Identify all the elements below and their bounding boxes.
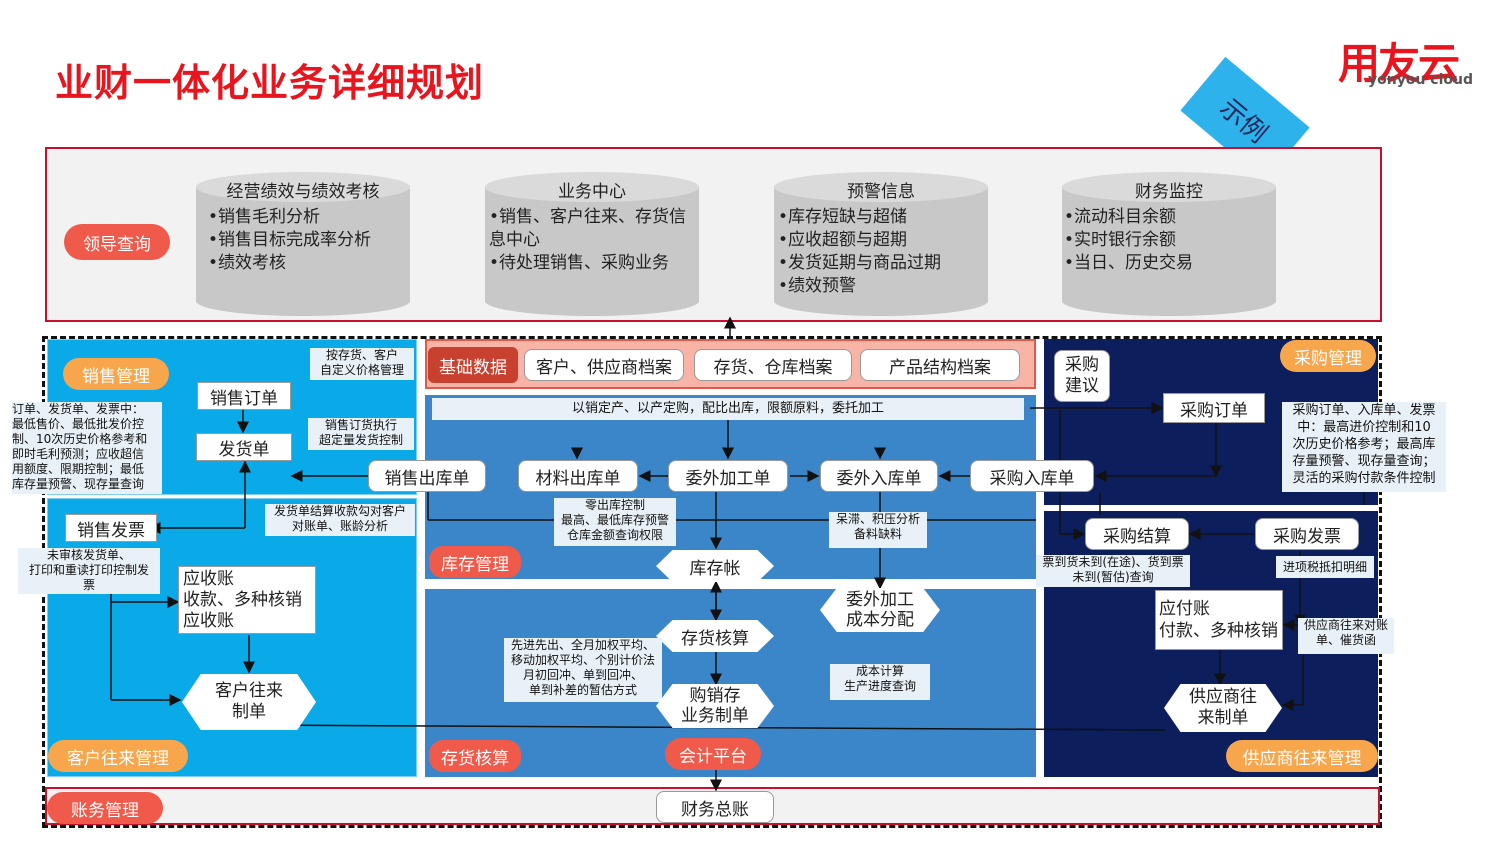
note-purchase-controls: 采购订单、入库单、发票 中：最高进价控制和10 次历史价格参考；最高库 存量预警… <box>1282 402 1446 492</box>
cylinder-title: 预警信息 <box>847 182 915 202</box>
cylinder-item: •应收超额与超期 <box>778 230 908 250</box>
customer-supplier-archive[interactable]: 客户、供应商档案 <box>524 349 684 381</box>
inventory-management-label: 库存管理 <box>429 546 521 578</box>
cylinder-title: 财务监控 <box>1135 182 1203 202</box>
psi-voucher-box[interactable]: 购销存 业务制单 <box>656 684 774 728</box>
note-stale-analysis: 呆滞、积压分析 备料缺料 <box>829 512 927 548</box>
note-cost-calc: 成本计算 生产进度查询 <box>830 664 930 700</box>
material-outbound-box[interactable]: 材料出库单 <box>518 460 638 492</box>
note-sales-controls: 订单、发货单、发票中： 最低售价、最低批发价控 制、10次历史价格参考和 即时毛… <box>12 402 162 494</box>
leader-query-label: 领导查询 <box>64 224 170 260</box>
note-supplier-reconciliation: 供应商往来对账 单、催货函 <box>1298 618 1394 654</box>
cylinder-item: •发货延期与商品过期 <box>778 253 942 273</box>
cylinder-alerts: 预警信息 •库存短缺与超储 •应收超额与超期 •发货延期与商品过期 •绩效预警 <box>774 172 988 316</box>
inventory-warehouse-archive[interactable]: 存货、仓库档案 <box>694 349 852 381</box>
note-unaudited-delivery: 未审核发货单、 打印和重读打印控制发 票 <box>18 548 160 594</box>
cylinder-item: 息中心 <box>489 230 540 250</box>
cylinder-item: •库存短缺与超储 <box>778 207 908 227</box>
cylinder-performance: 经营绩效与绩效考核 •销售毛利分析 •销售目标完成率分析 •绩效考核 <box>196 172 410 316</box>
cylinder-item: •销售目标完成率分析 <box>208 230 372 250</box>
note-price-management: 按存货、客户 自定义价格管理 <box>310 348 414 380</box>
supplier-ledger-voucher[interactable]: 供应商往 来制单 <box>1164 684 1282 732</box>
purchase-suggestion-box[interactable]: 采购 建议 <box>1054 350 1110 402</box>
customer-ledger-voucher[interactable]: 客户往来 制单 <box>182 674 316 730</box>
sales-invoice-box[interactable]: 销售发票 <box>65 514 157 542</box>
outsource-cost-box[interactable]: 委外加工 成本分配 <box>820 588 940 632</box>
supplier-management-label: 供应商往来管理 <box>1226 740 1378 772</box>
outsource-inbound-box[interactable]: 委外入库单 <box>820 460 938 492</box>
purchase-invoice-box[interactable]: 采购发票 <box>1255 518 1359 550</box>
brand-logo-sub: yonyou cloud <box>1368 72 1473 88</box>
cylinder-item: •销售毛利分析 <box>208 207 321 227</box>
cylinder-item: •流动科目余额 <box>1064 207 1177 227</box>
sales-order-box[interactable]: 销售订单 <box>197 382 291 410</box>
purchase-management-label: 采购管理 <box>1280 340 1376 372</box>
stock-ledger-box[interactable]: 库存帐 <box>656 550 774 582</box>
customer-region <box>47 498 417 777</box>
payables-box[interactable]: 应付账 付款、多种核销 <box>1155 590 1283 650</box>
stock-accounting-box[interactable]: 存货核算 <box>656 620 774 652</box>
general-ledger-box[interactable]: 财务总账 <box>656 791 774 823</box>
cylinder-item: •待处理销售、采购业务 <box>489 253 670 273</box>
accounting-platform-label[interactable]: 会计平台 <box>665 738 761 770</box>
basic-data-label: 基础数据 <box>428 347 518 383</box>
cylinder-item: •销售、客户往来、存货信 <box>489 207 687 227</box>
sales-management-label: 销售管理 <box>63 358 169 390</box>
product-structure-archive[interactable]: 产品结构档案 <box>860 349 1020 381</box>
brand-logo: 用友云 <box>1338 39 1460 88</box>
note-input-tax: 进项税抵扣明细 <box>1276 556 1374 578</box>
note-goods-in-transit: 票到货未到(在途)、货到票 未到(暂估)查询 <box>1036 555 1190 587</box>
cylinder-item: •当日、历史交易 <box>1064 253 1194 273</box>
cylinder-business-center: 业务中心 •销售、客户往来、存货信 息中心 •待处理销售、采购业务 <box>485 172 699 316</box>
receivables-box[interactable]: 应收账 收款、多种核销 应收账 <box>178 566 316 634</box>
costing-label: 存货核算 <box>429 740 521 772</box>
note-inventory-warning: 零出库控制 最高、最低库存预警 仓库金额查询权限 <box>554 498 676 546</box>
sales-outbound-box[interactable]: 销售出库单 <box>368 460 486 492</box>
purchase-order-box[interactable]: 采购订单 <box>1163 393 1265 423</box>
purchase-inbound-box[interactable]: 采购入库单 <box>970 460 1094 492</box>
delivery-note-box[interactable]: 发货单 <box>196 433 292 461</box>
outsource-order-box[interactable]: 委外加工单 <box>668 460 788 492</box>
note-settlement: 发货单结算收款勾对客户 对账单、账龄分析 <box>265 504 415 536</box>
accounting-management-label: 账务管理 <box>47 792 163 824</box>
cylinder-item: •实时银行余额 <box>1064 230 1177 250</box>
cylinder-title: 经营绩效与绩效考核 <box>226 182 380 202</box>
cylinder-item: •绩效预警 <box>778 276 857 296</box>
purchase-settlement-box[interactable]: 采购结算 <box>1085 518 1189 550</box>
note-costing-methods: 先进先出、全月加权平均、 移动加权平均、个别计价法 月初回冲、单到回冲、 单到补… <box>504 638 662 702</box>
customer-management-label: 客户往来管理 <box>48 740 188 772</box>
page-title: 业财一体化业务详细规划 <box>55 61 485 105</box>
inventory-banner: 以销定产、以产定购，配比出库，限额原料，委托加工 <box>432 398 1024 420</box>
cylinder-item: •绩效考核 <box>208 253 287 273</box>
cylinder-finance-monitor: 财务监控 •流动科目余额 •实时银行余额 •当日、历史交易 <box>1062 172 1276 316</box>
note-order-execution: 销售订货执行 超定量发货控制 <box>308 418 414 450</box>
cylinder-title: 业务中心 <box>558 182 626 202</box>
